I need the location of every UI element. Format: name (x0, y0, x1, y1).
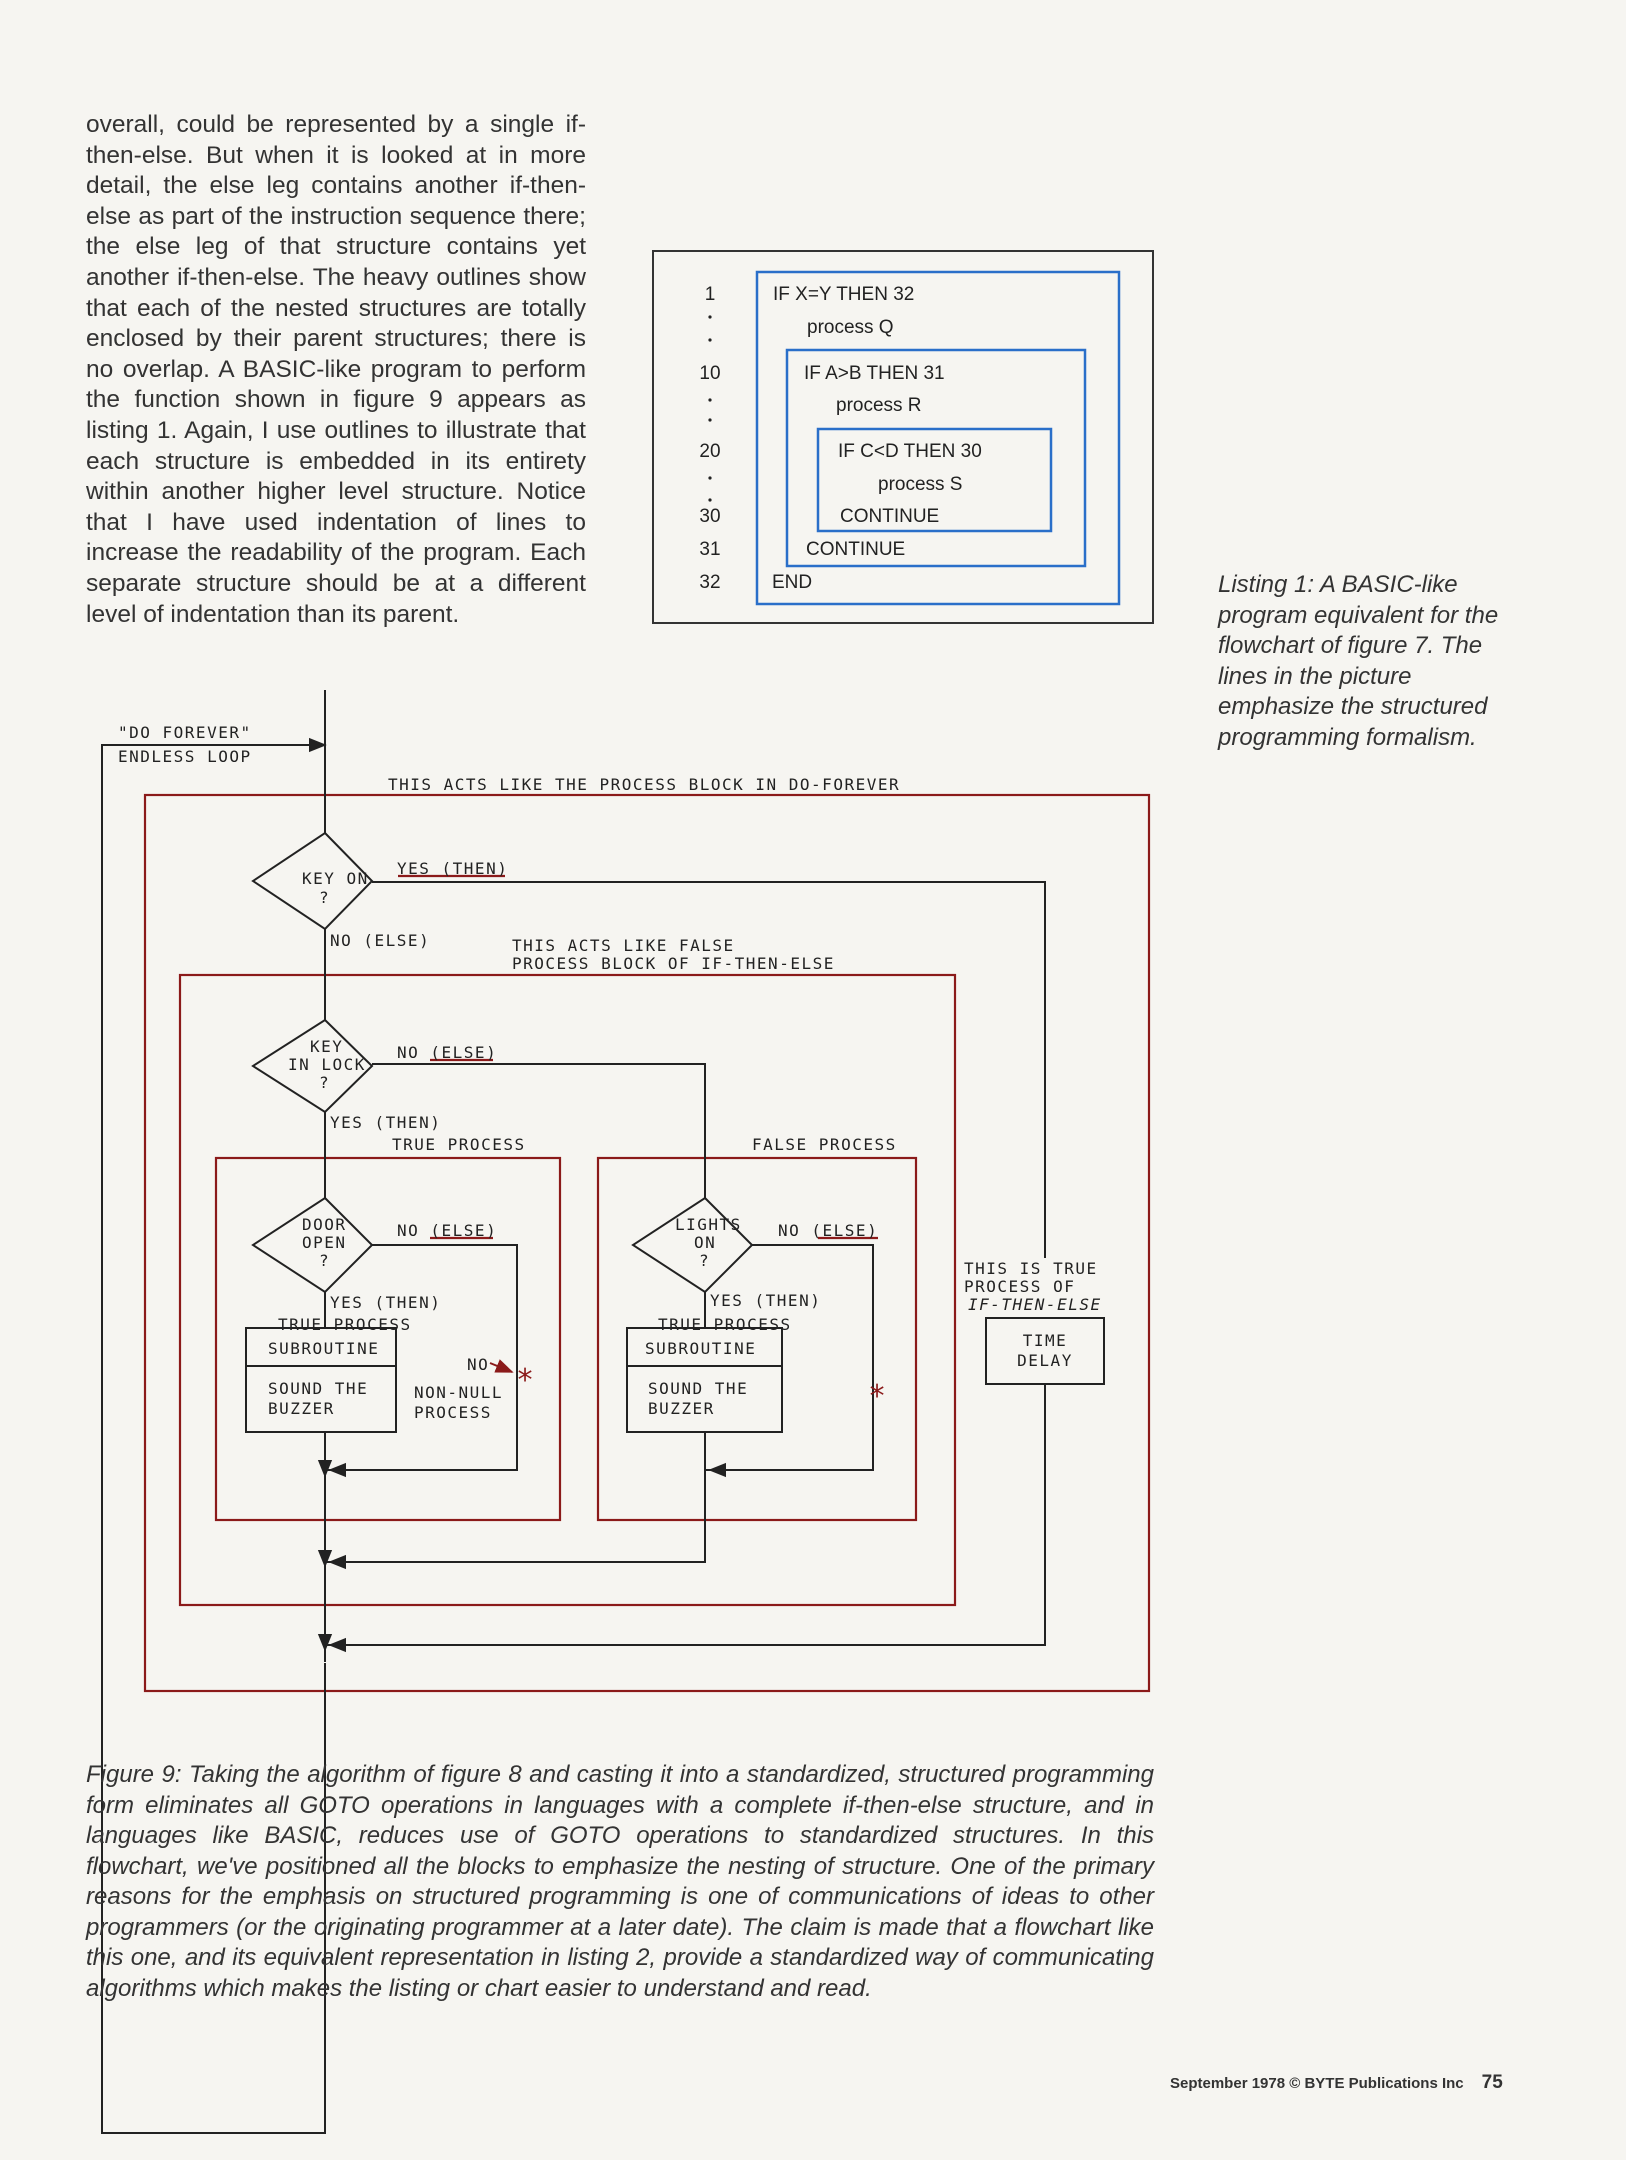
lights-text-2: ON (694, 1233, 716, 1252)
body-paragraph: overall, could be represented by a singl… (86, 110, 586, 630)
time-delay-box (985, 1317, 1105, 1385)
non-null-1: NON-NULL (414, 1383, 503, 1402)
key-on-q: ? (319, 888, 330, 907)
listing-outline-level-2 (785, 348, 1087, 568)
time-delay-1: TIME (1023, 1331, 1068, 1350)
figure-caption: Figure 9: Taking the algorithm of figure… (86, 1760, 1154, 2004)
figure-caption-text: Figure 9: Taking the algorithm of figure… (86, 1761, 1154, 2002)
key-on-no: NO (ELSE) (330, 931, 430, 950)
listing-outline-level-1 (755, 270, 1121, 606)
outer-block-label: THIS ACTS LIKE THE PROCESS BLOCK IN DO-F… (388, 775, 900, 794)
decision-key-in-lock (251, 1018, 374, 1114)
no-arrow (489, 1359, 514, 1373)
line-code: CONTINUE (806, 539, 905, 560)
body-paragraph-text: overall, could be represented by a singl… (86, 111, 586, 628)
decision-door-open (251, 1196, 374, 1294)
door-true-process: TRUE PROCESS (278, 1315, 412, 1334)
line-dots (708, 315, 712, 502)
line-code: IF X=Y THEN 32 (773, 284, 914, 305)
true-note-2: PROCESS OF (964, 1277, 1075, 1296)
line-num: 31 (699, 539, 720, 560)
block-do-forever (143, 793, 1151, 1693)
door-action-2: BUZZER (268, 1399, 335, 1418)
block-false-process-keylock (596, 1156, 918, 1522)
true-process-label: TRUE PROCESS (392, 1135, 526, 1154)
do-forever-label: "DO FOREVER" (118, 723, 252, 742)
asterisk-door: * (516, 1363, 534, 1398)
listing-1-svg: 1 IF X=Y THEN 32 process Q 10 IF A>B THE… (699, 270, 1121, 606)
lights-q: ? (699, 1251, 710, 1270)
door-subroutine: SUBROUTINE (268, 1339, 379, 1358)
true-note-3: IF-THEN-ELSE (968, 1295, 1102, 1314)
line-code: CONTINUE (840, 506, 939, 527)
door-no: NO (ELSE) (397, 1221, 497, 1240)
time-delay-out (325, 1384, 1046, 1646)
keylock-no-line (372, 1063, 706, 1198)
line-num: 30 (699, 506, 720, 527)
line-code: END (772, 572, 812, 593)
line-code: process R (836, 395, 922, 416)
key-on-text: KEY ON (302, 869, 369, 888)
key-lock-no: NO (ELSE) (397, 1043, 497, 1062)
keyon-yes-line (372, 881, 1046, 1258)
page-number: 75 (1481, 2072, 1503, 2093)
listing-outline-level-3 (816, 427, 1053, 533)
listing-1: 1 IF X=Y THEN 32 process Q 10 IF A>B THE… (652, 250, 1154, 624)
key-lock-text-1: KEY (310, 1037, 343, 1056)
lights-subroutine: SUBROUTINE (645, 1339, 756, 1358)
lights-no-line (705, 1244, 874, 1471)
line-code: IF C<D THEN 30 (838, 441, 982, 462)
line-code: process Q (807, 317, 894, 338)
lights-action-1: SOUND THE (648, 1379, 748, 1398)
time-delay-2: DELAY (1017, 1351, 1073, 1370)
line-num: 1 (705, 284, 716, 305)
door-q: ? (319, 1251, 330, 1270)
door-text-2: OPEN (302, 1233, 347, 1252)
lights-true-process: TRUE PROCESS (658, 1315, 792, 1334)
footer-text: September 1978 © BYTE Publications Inc (1170, 2075, 1464, 2092)
no-label: NO (467, 1355, 489, 1374)
door-no-line (325, 1244, 518, 1471)
block-false-process-keyon (178, 973, 957, 1607)
lights-action-2: BUZZER (648, 1399, 715, 1418)
lights-action-out (325, 1432, 706, 1563)
true-note-1: THIS IS TRUE (964, 1259, 1098, 1278)
lights-no: NO (ELSE) (778, 1221, 878, 1240)
listing-caption: Listing 1: A BASIC-like program equivale… (1218, 570, 1528, 753)
lights-action-box (626, 1327, 783, 1433)
key-lock-yes: YES (THEN) (330, 1113, 441, 1132)
line-num: 20 (699, 441, 720, 462)
false-block-label-1: THIS ACTS LIKE FALSE (512, 936, 735, 955)
line-num: 10 (699, 363, 720, 384)
block-true-process-keylock (214, 1156, 562, 1522)
door-action-1: SOUND THE (268, 1379, 368, 1398)
line-code: IF A>B THEN 31 (804, 363, 945, 384)
key-lock-text-2: IN LOCK (288, 1055, 366, 1074)
listing-caption-text: Listing 1: A BASIC-like program equivale… (1218, 571, 1499, 751)
false-block-label-2: PROCESS BLOCK OF IF-THEN-ELSE (512, 954, 835, 973)
decision-lights-on (631, 1196, 754, 1294)
lights-text-1: LIGHTS (675, 1215, 742, 1234)
decision-key-on (251, 831, 374, 931)
door-action-box (245, 1327, 397, 1433)
asterisk-lights: * (868, 1379, 886, 1414)
line-num: 32 (699, 572, 720, 593)
door-text-1: DOOR (302, 1215, 347, 1234)
key-lock-q: ? (319, 1073, 330, 1092)
page-footer: September 1978 © BYTE Publications Inc 75 (1170, 2072, 1503, 2094)
false-process-label: FALSE PROCESS (752, 1135, 897, 1154)
key-on-yes: YES (THEN) (397, 859, 508, 878)
lights-yes: YES (THEN) (710, 1291, 821, 1310)
line-code: process S (878, 474, 962, 495)
door-yes: YES (THEN) (330, 1293, 441, 1312)
endless-loop-label: ENDLESS LOOP (118, 747, 252, 766)
non-null-2: PROCESS (414, 1403, 492, 1422)
